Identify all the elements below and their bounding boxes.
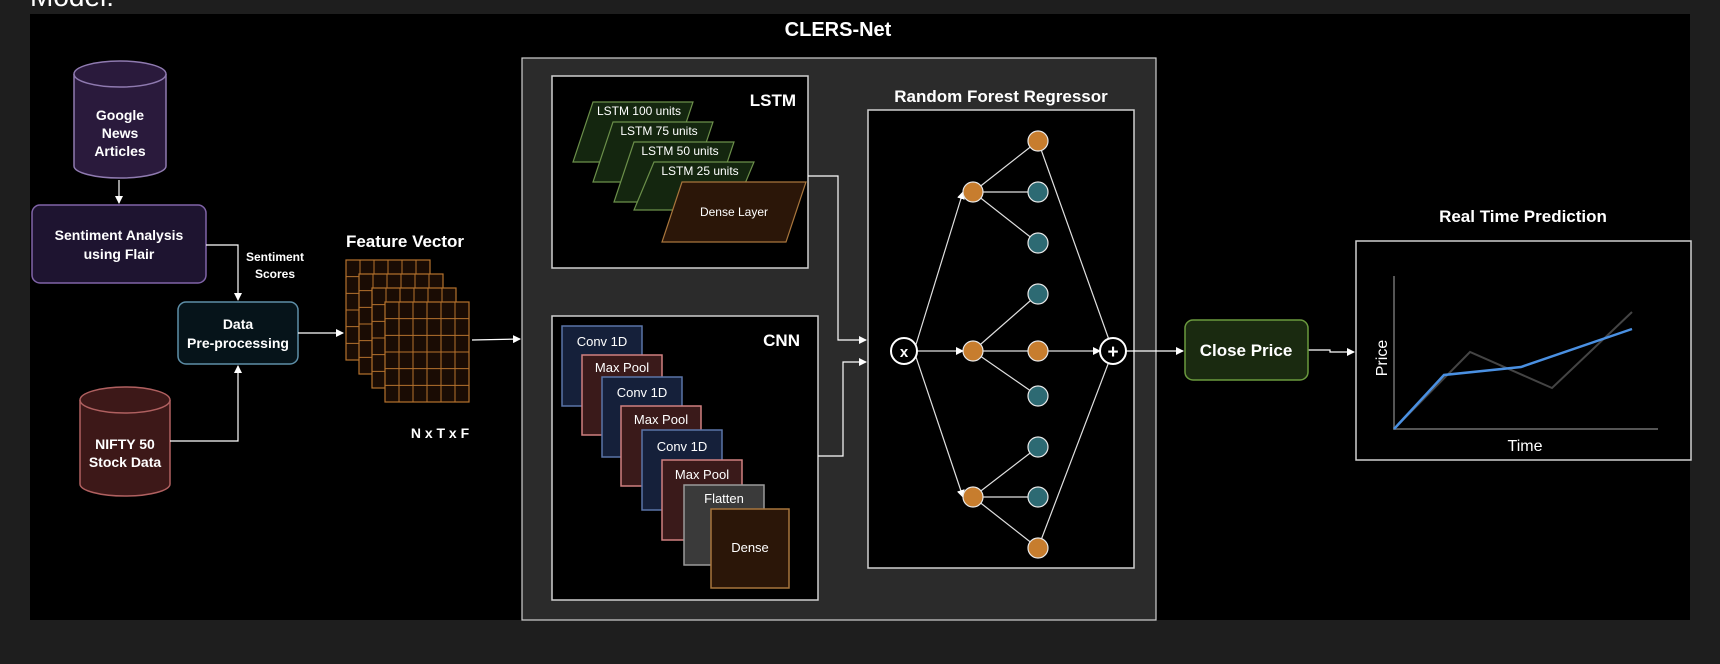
close-price-box: Close Price <box>1184 319 1309 381</box>
prediction-panel <box>1355 240 1692 461</box>
cnn-layer-8: Dense <box>710 508 790 589</box>
lstm-layer-label-5: Dense Layer <box>700 205 768 219</box>
news-label-line1: Google <box>96 107 144 123</box>
prediction-actual-series <box>1393 311 1633 430</box>
news-label-line2: News <box>102 125 139 141</box>
cnn-layer-label-3: Conv 1D <box>617 385 668 400</box>
stock-label-line2: Stock Data <box>89 454 162 470</box>
prediction-xlabel: Time <box>1508 438 1543 455</box>
prediction-title: Real Time Prediction <box>1439 207 1607 226</box>
rf-split-node-3 <box>962 486 984 508</box>
feature-vector-dims: N x T x F <box>411 425 470 441</box>
lstm-layer-label-2: LSTM 75 units <box>620 124 697 138</box>
rf-leaf-node-6 <box>1027 385 1049 407</box>
prediction-ylabel: Price <box>1374 340 1391 377</box>
random-forest-panel <box>867 109 1135 569</box>
cnn-layer-label-4: Max Pool <box>634 412 688 427</box>
rf-leaf-node-1 <box>1027 130 1049 152</box>
rf-leaf-node-9 <box>1027 537 1049 559</box>
rf-sum-symbol: + <box>1107 342 1118 363</box>
lstm-layer-label-4: LSTM 25 units <box>661 164 738 178</box>
header-title-fragment: Model: <box>30 0 114 12</box>
input-connectors <box>115 180 521 442</box>
cnn-layer-label-7: Flatten <box>704 491 744 506</box>
preprocessing-label-line1: Data <box>223 316 254 332</box>
rf-split-node-1 <box>962 181 984 203</box>
feature-vector-title: Feature Vector <box>346 232 464 251</box>
cnn-layer-label-2: Max Pool <box>595 360 649 375</box>
cnn-title: CNN <box>763 331 800 350</box>
lstm-layer-label-3: LSTM 50 units <box>641 144 718 158</box>
stock-database: NIFTY 50 Stock Data <box>79 386 171 497</box>
sentiment-analysis-box: Sentiment Analysis using Flair <box>31 204 207 284</box>
rf-leaf-node-5 <box>1027 340 1049 362</box>
rf-input-node: x <box>890 337 918 365</box>
sentiment-scores-line2: Scores <box>255 267 295 281</box>
news-database: Google News Articles <box>73 60 167 179</box>
rf-leaf-node-7 <box>1027 436 1049 458</box>
lstm-title: LSTM <box>750 91 796 110</box>
rf-leaf-node-3 <box>1027 232 1049 254</box>
rf-input-symbol: x <box>900 344 909 361</box>
output-connectors <box>1126 347 1355 356</box>
cnn-layer-label-5: Conv 1D <box>657 439 708 454</box>
feature-grid-4 <box>384 301 470 403</box>
stock-label-line1: NIFTY 50 <box>95 436 155 452</box>
news-label-line3: Articles <box>94 143 146 159</box>
close-price-label: Close Price <box>1200 341 1293 360</box>
preprocessing-label-line2: Pre-processing <box>187 335 289 351</box>
feature-vector-tensor <box>345 259 470 403</box>
main-title: CLERS-Net <box>785 19 892 41</box>
cnn-layer-label-8: Dense <box>731 540 769 555</box>
rf-leaf-node-4 <box>1027 283 1049 305</box>
sentiment-label-line1: Sentiment Analysis <box>55 227 184 243</box>
sentiment-scores-line1: Sentiment <box>246 250 304 264</box>
rf-leaf-node-2 <box>1027 181 1049 203</box>
rf-split-node-2 <box>962 340 984 362</box>
cnn-layer-label-1: Conv 1D <box>577 334 628 349</box>
preprocessing-box: Data Pre-processing <box>177 301 299 365</box>
sentiment-label-line2: using Flair <box>84 246 155 262</box>
lstm-layer-label-1: LSTM 100 units <box>597 104 681 118</box>
model-connectors <box>808 175 867 457</box>
cnn-layer-label-6: Max Pool <box>675 467 729 482</box>
rf-sum-node: + <box>1099 337 1127 365</box>
rf-leaf-node-8 <box>1027 486 1049 508</box>
random-forest-tree <box>913 130 1114 559</box>
lstm-layer-5: Dense Layer <box>661 181 807 243</box>
random-forest-title: Random Forest Regressor <box>894 87 1108 106</box>
prediction-predicted-series <box>1393 327 1633 430</box>
